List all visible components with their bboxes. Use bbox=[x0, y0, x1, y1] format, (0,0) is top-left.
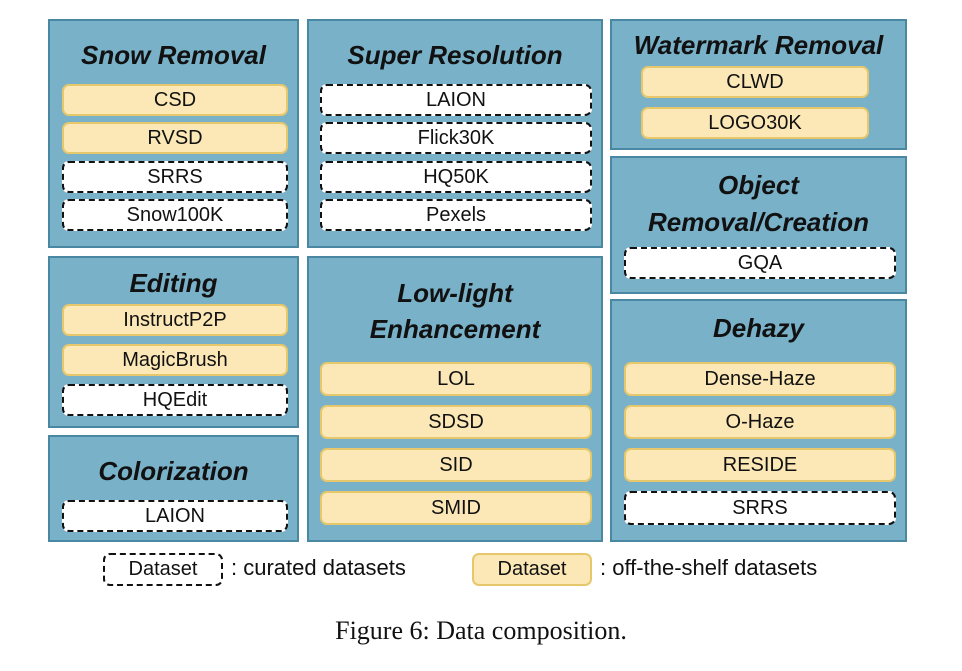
dehazy-panel: Dehazy Dense-Haze O-Haze RESIDE SRRS bbox=[610, 299, 907, 542]
dataset-dense-haze: Dense-Haze bbox=[624, 362, 896, 396]
low-light-panel: Low-light Enhancement LOL SDSD SID SMID bbox=[307, 256, 603, 542]
legend-curated-box: Dataset bbox=[103, 553, 223, 586]
dataset-gqa: GQA bbox=[624, 247, 896, 279]
dataset-o-haze: O-Haze bbox=[624, 405, 896, 439]
dataset-sdsd: SDSD bbox=[320, 405, 592, 439]
dataset-hqedit: HQEdit bbox=[62, 384, 288, 416]
editing-panel: Editing InstructP2P MagicBrush HQEdit bbox=[48, 256, 299, 428]
object-removal-title-line2: Removal/Creation bbox=[647, 207, 870, 237]
object-removal-title-line1: Object bbox=[718, 170, 799, 200]
colorization-title: Colorization bbox=[98, 456, 249, 486]
dataset-flick30k: Flick30K bbox=[320, 122, 592, 154]
figure-caption: Figure 6: Data composition. bbox=[335, 616, 627, 645]
dataset-magicbrush: MagicBrush bbox=[62, 344, 288, 376]
low-light-title-line2: Enhancement bbox=[369, 314, 541, 344]
object-removal-panel: Object Removal/Creation GQA bbox=[610, 156, 907, 294]
snow-removal-panel: Snow Removal CSD RVSD SRRS Snow100K bbox=[48, 19, 299, 248]
legend-offshelf-label: : off-the-shelf datasets bbox=[600, 555, 818, 580]
dataset-laion-colorization: LAION bbox=[62, 500, 288, 532]
dataset-pexels: Pexels bbox=[320, 199, 592, 231]
editing-title: Editing bbox=[129, 268, 218, 298]
low-light-title-line1: Low-light bbox=[397, 278, 513, 308]
legend-curated-label: : curated datasets bbox=[231, 555, 406, 580]
dataset-reside: RESIDE bbox=[624, 448, 896, 482]
dataset-clwd: CLWD bbox=[641, 66, 869, 98]
dataset-sid: SID bbox=[320, 448, 592, 482]
snow-removal-title: Snow Removal bbox=[81, 40, 266, 70]
dataset-csd: CSD bbox=[62, 84, 288, 116]
watermark-removal-title: Watermark Removal bbox=[633, 30, 884, 60]
dataset-rvsd: RVSD bbox=[62, 122, 288, 154]
dataset-srrs: SRRS bbox=[62, 161, 288, 193]
dataset-srrs-dehazy: SRRS bbox=[624, 491, 896, 525]
dataset-hq50k: HQ50K bbox=[320, 161, 592, 193]
dataset-snow100k: Snow100K bbox=[62, 199, 288, 231]
dataset-laion: LAION bbox=[320, 84, 592, 116]
watermark-removal-panel: Watermark Removal CLWD LOGO30K bbox=[610, 19, 907, 150]
colorization-panel: Colorization LAION bbox=[48, 435, 299, 542]
dataset-instructp2p: InstructP2P bbox=[62, 304, 288, 336]
super-resolution-panel: Super Resolution LAION Flick30K HQ50K Pe… bbox=[307, 19, 603, 248]
legend-offshelf-box: Dataset bbox=[472, 553, 592, 586]
dataset-smid: SMID bbox=[320, 491, 592, 525]
dataset-lol: LOL bbox=[320, 362, 592, 396]
dataset-logo30k: LOGO30K bbox=[641, 107, 869, 139]
dehazy-title: Dehazy bbox=[712, 313, 805, 343]
super-resolution-title: Super Resolution bbox=[347, 40, 563, 70]
